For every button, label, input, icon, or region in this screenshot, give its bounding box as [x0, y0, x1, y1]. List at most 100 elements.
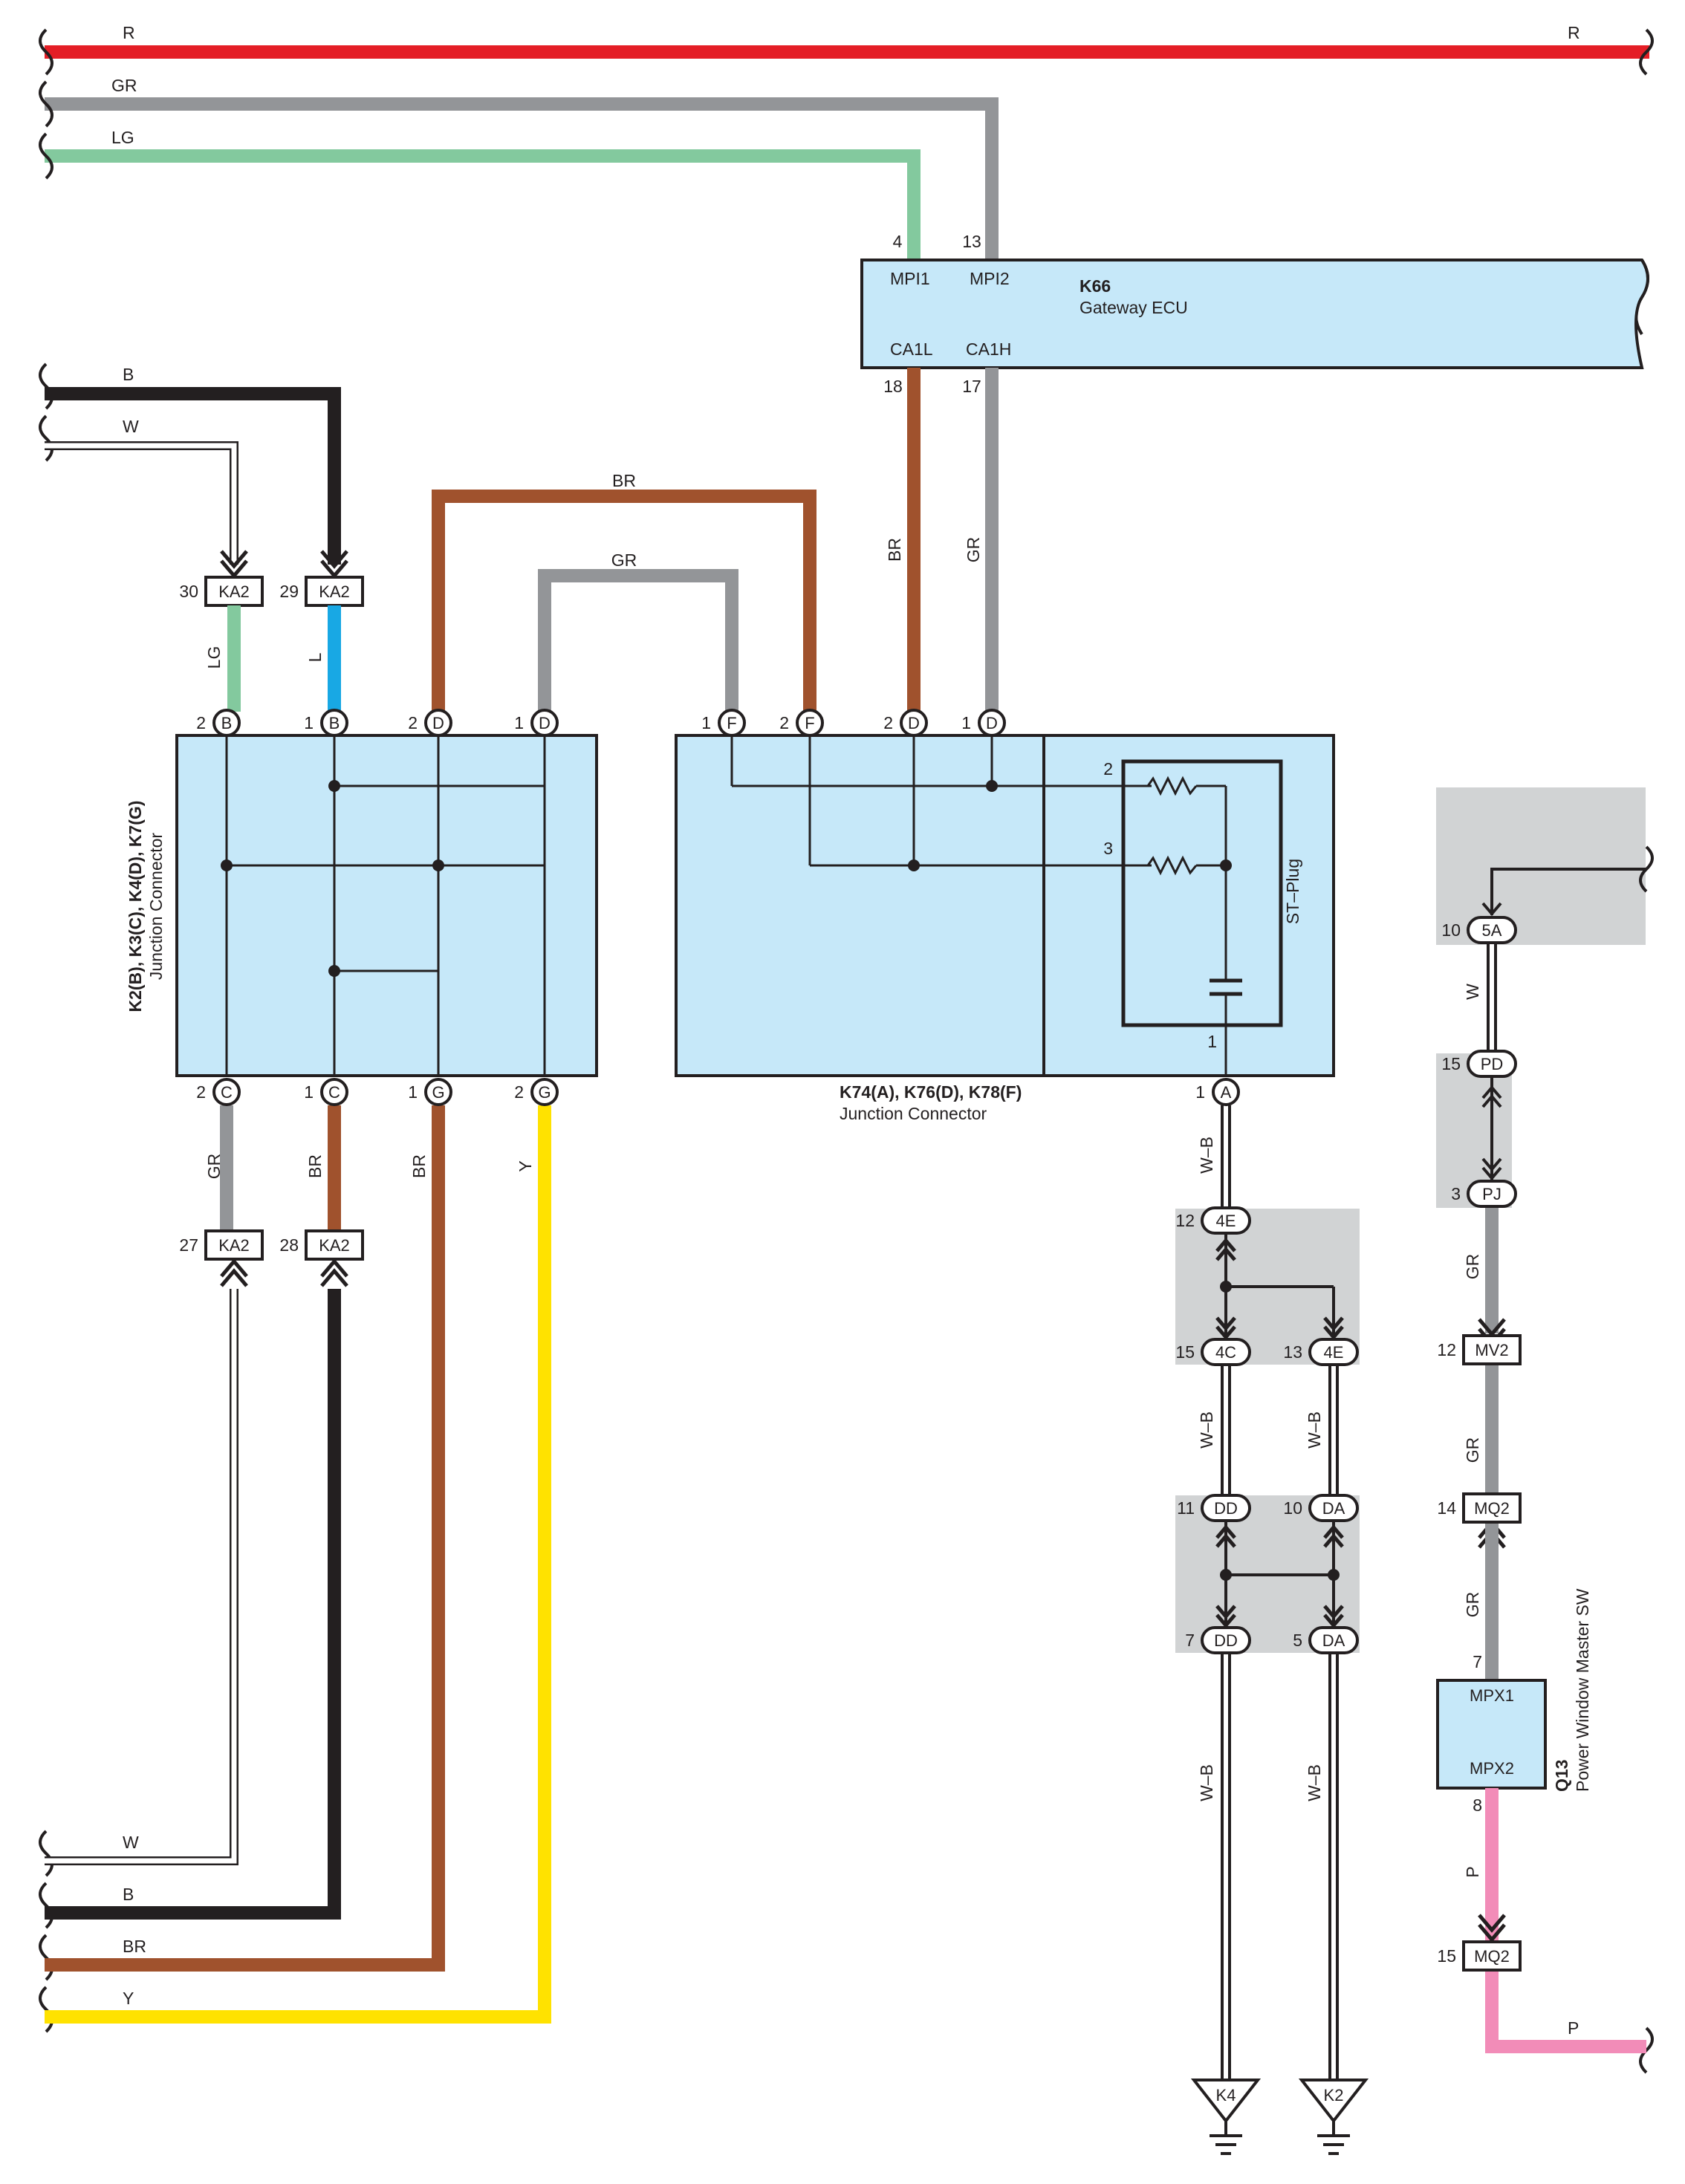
- jc-left-bottom-pin-0-letter: C: [221, 1083, 233, 1102]
- jc-left-code: K2(B), K3(C), K4(D), K7(G): [126, 801, 145, 1013]
- wire-b-left-top: [45, 387, 341, 565]
- jc-right-top-pin-2: [900, 709, 928, 737]
- k66-code: K66: [1079, 276, 1111, 296]
- label-wire-wb-4: W–B: [1197, 1764, 1216, 1801]
- jc-left-top-pin-0: [212, 709, 241, 737]
- jc-right-top-pin-2-letter: D: [908, 714, 920, 732]
- wire-br-g1: [45, 1105, 445, 1972]
- wire-lg-top: [45, 149, 921, 259]
- jc-right-top-pin-3: [978, 709, 1006, 737]
- conn-mq2-15-code: MQ2: [1474, 1947, 1510, 1966]
- label-wire-gr-bridge: GR: [611, 550, 637, 570]
- label-wire-wb-3: W–B: [1305, 1411, 1324, 1449]
- ground-k2: [1298, 2079, 1369, 2155]
- jc-right-top-pin-3-letter: D: [986, 714, 998, 732]
- jc-right-top-pin-1: [796, 709, 824, 737]
- ka2-29-connector: [305, 576, 364, 607]
- jc-right-code: K74(A), K76(D), K78(F): [840, 1082, 1022, 1102]
- conn-pj-3: [1467, 1180, 1517, 1208]
- q13-power-window-master-sw: [1436, 1679, 1547, 1790]
- conn-da-5-num: 5: [1293, 1631, 1302, 1650]
- conn-dd-11: [1201, 1494, 1251, 1522]
- jc-left-top-pin-0-num: 2: [196, 713, 206, 732]
- label-wire-p-q13: P: [1463, 1866, 1482, 1877]
- label-wire-b-bottom: B: [123, 1885, 134, 1904]
- wire-b-bottom: [45, 1289, 341, 1920]
- label-wire-wb-5: W–B: [1305, 1764, 1324, 1801]
- splice-da: [1328, 1569, 1340, 1581]
- ground-k4: [1190, 2079, 1262, 2155]
- pd-pj-link: [1481, 1077, 1502, 1181]
- ground-k4-label: K4: [1216, 2086, 1236, 2105]
- jc-right-top-pin-2-num: 2: [883, 713, 893, 732]
- k66-gateway-ecu: [860, 259, 1649, 369]
- label-wire-wb-1: W–B: [1197, 1137, 1216, 1174]
- conn-dd-11-code: DD: [1214, 1499, 1238, 1518]
- label-wire-br-c1: BR: [305, 1154, 325, 1178]
- q13-code: Q13: [1552, 1760, 1571, 1792]
- st-plug-pin-3: 3: [1103, 839, 1113, 858]
- label-wire-w-left-top: W: [123, 417, 139, 436]
- label-wire-gr-top: GR: [111, 76, 137, 95]
- jc-left-top-pin-3-num: 1: [514, 713, 524, 732]
- ka2-29-code: KA2: [319, 582, 350, 601]
- label-wire-l-ka2-29: L: [305, 652, 325, 662]
- conn-5a-10: [1467, 916, 1517, 944]
- jc-left-top-pin-3-letter: D: [539, 714, 551, 732]
- jc-left-top-pin-1-num: 1: [304, 713, 314, 732]
- label-wire-br-g1: BR: [409, 1154, 429, 1178]
- splice-dd: [1220, 1569, 1232, 1581]
- wire-p-bottom: [1485, 1970, 1646, 2053]
- label-wire-gr-k66: GR: [964, 537, 983, 563]
- conn-mq2-15: [1462, 1940, 1522, 1972]
- conn-5a-10-num: 10: [1441, 920, 1461, 940]
- conn-4e-12: [1201, 1206, 1251, 1235]
- k66-pin-18-num: 18: [883, 377, 903, 396]
- ka2-28-code: KA2: [319, 1236, 350, 1255]
- conn-4e-13: [1308, 1338, 1359, 1366]
- conn-mv2-12-num: 12: [1437, 1340, 1456, 1359]
- jc-right-bottom-pin-a-num: 1: [1195, 1082, 1205, 1102]
- label-wire-lg-top: LG: [111, 128, 134, 147]
- conn-dd-7-num: 7: [1185, 1631, 1195, 1650]
- ka2-29-num: 29: [279, 582, 299, 601]
- label-wire-gr-q13-1: GR: [1463, 1254, 1482, 1280]
- conn-5a-10-code: 5A: [1482, 921, 1502, 940]
- conn-pd-15: [1467, 1050, 1517, 1078]
- label-wire-w-bottom: W: [123, 1833, 139, 1852]
- conn-da-10-code: DA: [1322, 1499, 1345, 1518]
- arrow-ka2-28: [320, 1258, 348, 1287]
- conn-pj-3-code: PJ: [1482, 1185, 1501, 1203]
- conn-mq2-15-num: 15: [1437, 1946, 1456, 1966]
- q13-pin-mpx1: MPX1: [1470, 1686, 1514, 1705]
- jc-left-bottom-pin-2-num: 1: [408, 1082, 418, 1102]
- k66-pin-13-num: 13: [962, 232, 981, 251]
- jc-left-top-pin-1-letter: B: [329, 714, 340, 732]
- jc-right-bottom-pin-a-letter: A: [1221, 1083, 1232, 1102]
- break-marks-right: [1634, 28, 1654, 2074]
- jc-left-top-pin-2: [424, 709, 452, 737]
- conn-pj-3-num: 3: [1451, 1184, 1461, 1203]
- ka2-28-num: 28: [279, 1235, 299, 1255]
- label-wire-lg-ka2-30: LG: [204, 646, 224, 669]
- wire-w-left-top: [45, 441, 238, 565]
- label-wire-br-bottom: BR: [123, 1937, 146, 1956]
- jc-right-top-pin-0-letter: F: [727, 714, 736, 732]
- conn-4c-15: [1201, 1338, 1251, 1366]
- conn-mv2-12: [1462, 1334, 1522, 1365]
- conn-da-5: [1308, 1626, 1359, 1654]
- label-wire-b-left-top: B: [123, 365, 134, 384]
- k66-pin-ca1l: CA1L: [890, 339, 933, 359]
- jc-right-top-pin-3-num: 1: [961, 713, 971, 732]
- ka2-27-code: KA2: [218, 1236, 250, 1255]
- st-plug: [1121, 759, 1283, 1076]
- conn-mv2-12-code: MV2: [1475, 1341, 1508, 1359]
- st-plug-pin-1: 1: [1207, 1032, 1217, 1051]
- conn-da-5-code: DA: [1322, 1631, 1345, 1650]
- ground-k2-label: K2: [1324, 2086, 1344, 2105]
- wire-signal-5a: [1481, 868, 1646, 917]
- arrow-ka2-27: [220, 1258, 248, 1287]
- label-wire-p-bottom: P: [1568, 2018, 1579, 2038]
- conn-4e-12-num: 12: [1175, 1211, 1195, 1230]
- conn-dd-7-code: DD: [1214, 1631, 1238, 1650]
